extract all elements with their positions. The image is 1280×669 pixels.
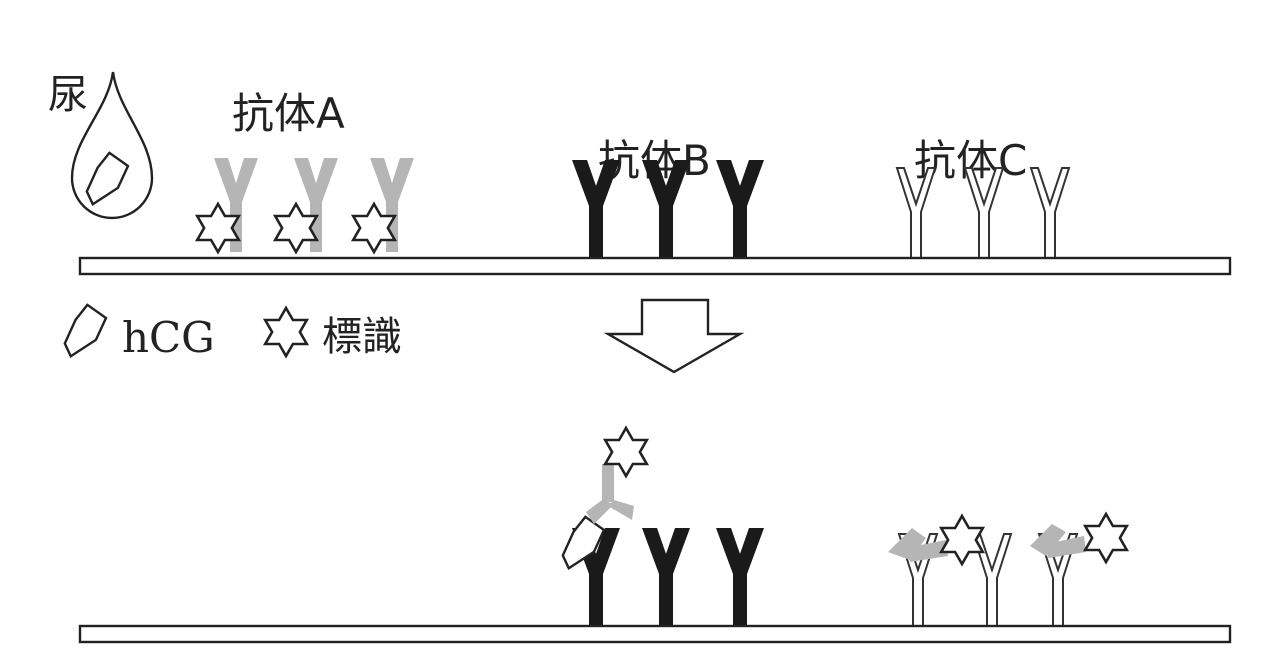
down-arrow-icon <box>603 298 745 374</box>
six-point-star-icon <box>263 306 309 358</box>
legend: hCG 標識 <box>63 303 402 362</box>
hexagon-hcg-icon <box>63 303 108 359</box>
urine-label: 尿 <box>48 72 88 118</box>
antibody-b-group-bottom <box>572 528 764 628</box>
test-strip-top <box>78 256 1232 276</box>
test-strip-bottom <box>78 624 1232 644</box>
antibody-a-icon <box>888 528 948 562</box>
urine-drop-icon <box>70 71 154 220</box>
legend-marker-label: 標識 <box>322 314 402 360</box>
antibody-b-icon <box>642 528 690 628</box>
hexagon-hcg-icon <box>561 515 606 571</box>
antibody-a-icon <box>586 464 634 524</box>
antibody-b-icon <box>716 528 764 628</box>
antibody-c-icon <box>1030 167 1070 261</box>
antibody-a-label: 抗体A <box>232 89 345 138</box>
antibody-b-icon <box>716 160 764 260</box>
antibody-a-group <box>195 158 414 254</box>
antibody-a-icon <box>1030 524 1086 558</box>
antibody-c-group-bottom <box>888 512 1129 627</box>
six-point-star-icon <box>939 514 985 566</box>
antibody-b-icon <box>572 160 620 260</box>
sandwich-complex <box>561 426 649 571</box>
six-point-star-icon <box>1083 512 1129 564</box>
legend-hcg-label: hCG <box>122 313 215 362</box>
